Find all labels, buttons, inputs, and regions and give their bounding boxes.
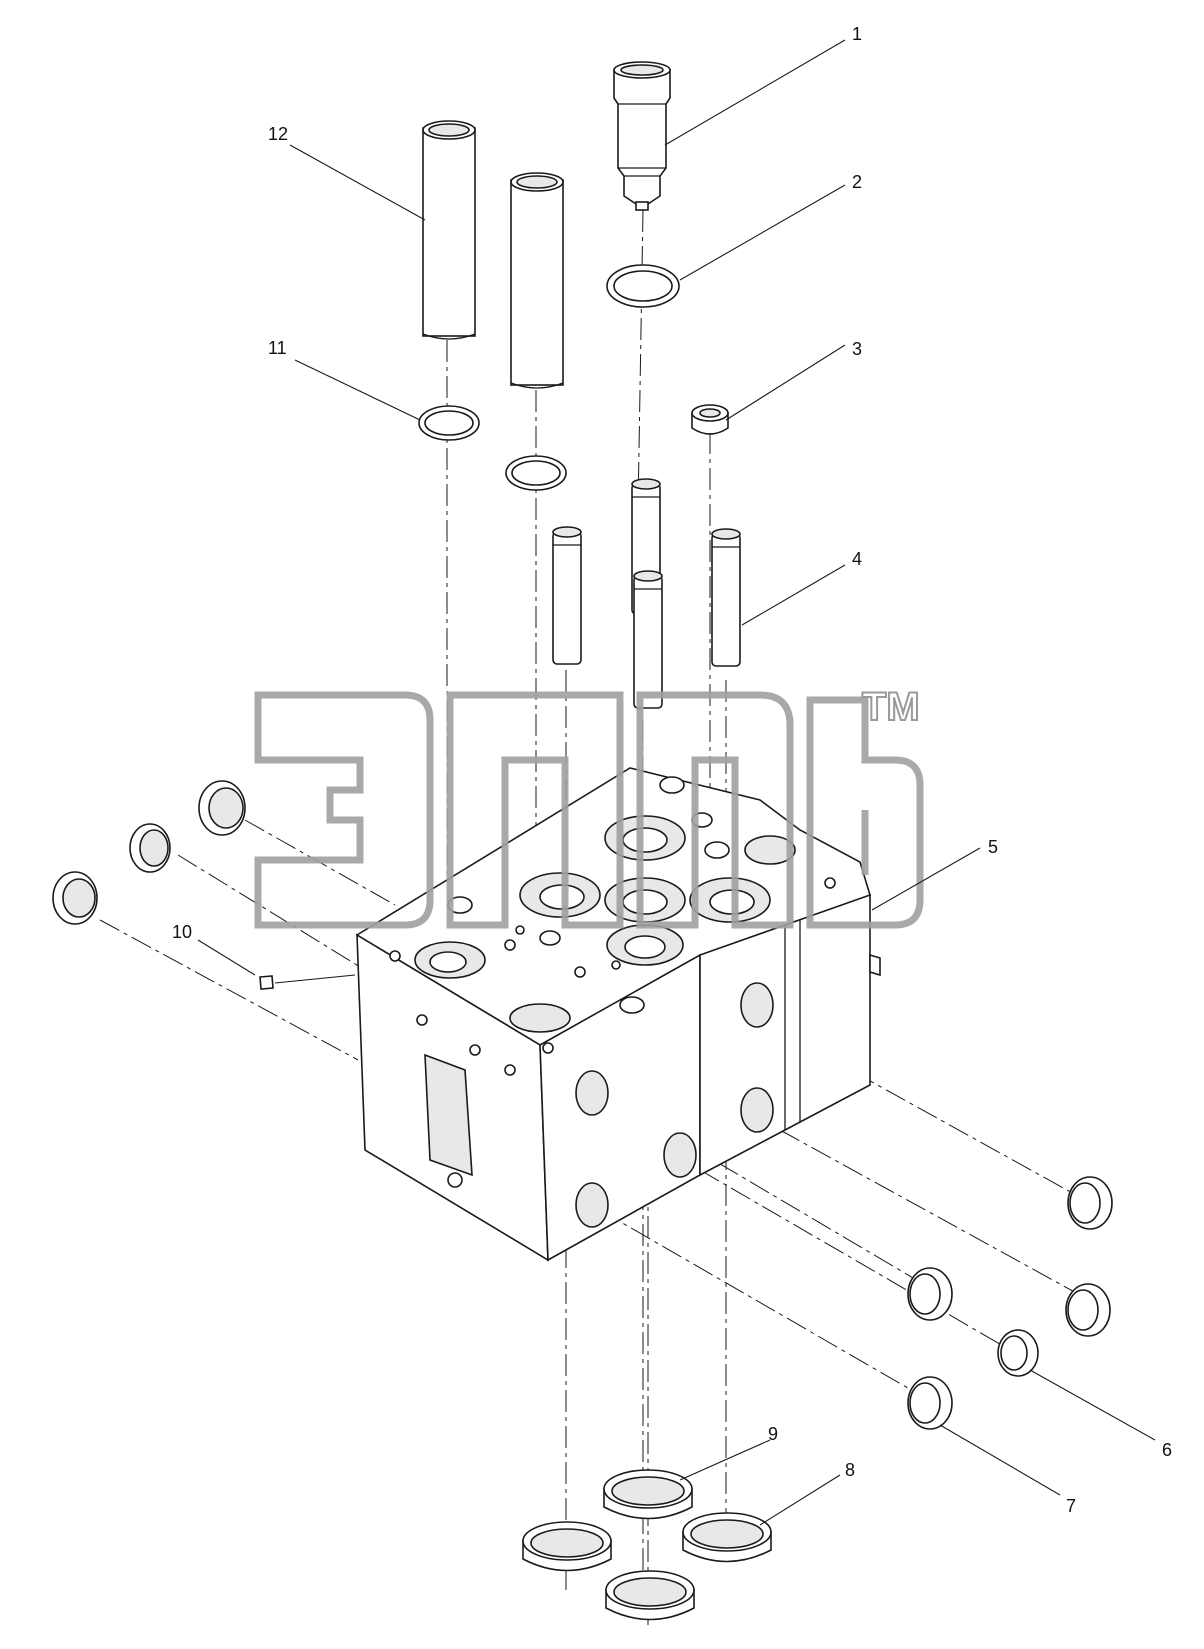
callout-labels: 1 2 3 4 5 6 7 8 9 10 11 12 <box>172 24 1172 1516</box>
seat-ring-top <box>603 1469 693 1520</box>
watermark-logo <box>254 691 924 929</box>
callout-3: 3 <box>852 339 862 359</box>
ring-right-4 <box>997 1329 1039 1377</box>
o-ring-sleeve-right <box>505 455 567 491</box>
sleeve-tube-right <box>510 172 564 389</box>
seat-ring-right <box>682 1512 772 1563</box>
small-plug <box>259 975 274 990</box>
injector-sleeve <box>613 61 671 211</box>
valve-guide-3 <box>711 528 741 667</box>
callout-6: 6 <box>1162 1440 1172 1460</box>
callout-12: 12 <box>268 124 288 144</box>
o-ring-sleeve-left <box>418 405 480 441</box>
callout-2: 2 <box>852 172 862 192</box>
trademark-mark: TM <box>862 685 920 729</box>
callout-1: 1 <box>852 24 862 44</box>
plug-left-3 <box>52 871 98 925</box>
callout-7: 7 <box>1066 1496 1076 1516</box>
ring-right-5 <box>907 1376 953 1430</box>
ring-right-1 <box>1067 1176 1113 1230</box>
plug-left-1 <box>198 780 246 836</box>
callout-8: 8 <box>845 1460 855 1480</box>
callout-9: 9 <box>768 1424 778 1444</box>
callout-10: 10 <box>172 922 192 942</box>
o-ring-injector <box>606 264 680 308</box>
sleeve-tube-left <box>422 120 476 340</box>
callout-4: 4 <box>852 549 862 569</box>
valve-guide-1 <box>552 526 582 665</box>
valve-guide-4 <box>633 570 663 709</box>
ring-right-3 <box>1065 1283 1111 1337</box>
ring-right-2 <box>907 1267 953 1321</box>
cylinder-head <box>355 767 881 1262</box>
callout-5: 5 <box>988 837 998 857</box>
seat-ring-left <box>522 1521 612 1572</box>
plug-left-2 <box>129 823 171 873</box>
valve-stem-seal <box>691 404 729 435</box>
leader-lines <box>197 39 1156 1526</box>
callout-11: 11 <box>268 338 287 358</box>
seat-ring-bottom <box>605 1570 695 1621</box>
